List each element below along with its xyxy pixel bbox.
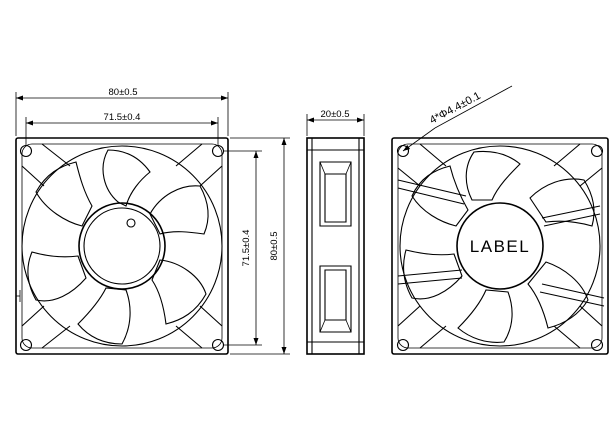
dim-front-height-holes: 71.5±0.4 bbox=[224, 150, 262, 346]
back-view: LABEL 4*Φ4.4±0.1 bbox=[391, 85, 609, 355]
rib-2b bbox=[543, 213, 601, 227]
dim-front-width-holes-text: 71.5±0.4 bbox=[104, 112, 141, 123]
front-hub-hole bbox=[126, 218, 136, 228]
blade-6 bbox=[35, 161, 93, 227]
dim-front-height-overall-text: 80±0.5 bbox=[269, 232, 280, 261]
back-hub bbox=[456, 202, 544, 290]
blade-2 bbox=[149, 185, 209, 235]
back-corner-br bbox=[553, 305, 603, 349]
corner-strut-tr bbox=[175, 143, 223, 187]
back-blade-3 bbox=[527, 261, 589, 329]
front-mount-holes bbox=[19, 144, 225, 352]
front-hub-inner bbox=[83, 207, 161, 285]
mount-hole-br bbox=[211, 338, 225, 352]
back-blade-5 bbox=[402, 249, 463, 300]
rib-4b bbox=[397, 277, 463, 285]
back-frame-inner bbox=[397, 143, 603, 349]
rib-4 bbox=[397, 269, 463, 277]
back-frame-outline bbox=[391, 137, 609, 355]
back-hole-bl bbox=[396, 338, 410, 352]
blade-3 bbox=[151, 259, 207, 325]
dim-front-width-overall-text: 80±0.5 bbox=[109, 87, 138, 98]
front-frame-outline bbox=[15, 137, 229, 355]
rib-1 bbox=[397, 179, 467, 197]
corner-strut-tl bbox=[21, 143, 71, 187]
dim-side-depth-text: 20±0.5 bbox=[321, 109, 350, 120]
back-corner-tl bbox=[397, 143, 447, 187]
back-hole-tr bbox=[590, 144, 604, 158]
back-blade-4 bbox=[457, 289, 513, 343]
dim-back-hole-spec: 4*Φ4.4±0.1 bbox=[402, 85, 513, 152]
dim-front-height-overall: 80±0.5 bbox=[230, 137, 290, 355]
side-slot-upper bbox=[319, 161, 352, 227]
back-venturi-ring bbox=[399, 145, 601, 347]
front-blades bbox=[27, 149, 209, 345]
dim-side-depth: 20±0.5 bbox=[306, 109, 365, 136]
dim-back-hole-spec-text: 4*Φ4.4±0.1 bbox=[428, 90, 483, 127]
side-slot-upper-inner bbox=[324, 173, 347, 223]
side-outline bbox=[306, 137, 365, 355]
blade-4 bbox=[77, 287, 131, 345]
dim-front-width-holes: 71.5±0.4 bbox=[25, 112, 219, 146]
blade-5 bbox=[27, 251, 87, 302]
front-view: 80±0.5 71.5±0.4 71.5±0.4 80±0.5 bbox=[15, 87, 290, 355]
mount-hole-bl bbox=[19, 338, 33, 352]
side-view: 20±0.5 bbox=[306, 109, 365, 355]
back-blade-2 bbox=[529, 178, 595, 227]
rib-1b bbox=[397, 187, 465, 205]
back-blades bbox=[402, 150, 595, 343]
back-hole-br bbox=[590, 338, 604, 352]
side-slot-lower-inner bbox=[324, 269, 347, 321]
hub-label-text: LABEL bbox=[470, 237, 530, 256]
rib-2 bbox=[541, 205, 601, 219]
corner-strut-bl bbox=[21, 305, 71, 349]
back-blade-6 bbox=[411, 165, 469, 227]
front-venturi-ring bbox=[21, 145, 223, 347]
back-corner-bl bbox=[397, 305, 447, 349]
front-hub bbox=[78, 202, 166, 290]
back-ribs bbox=[397, 179, 605, 307]
back-blade-1 bbox=[465, 150, 521, 201]
dim-front-height-holes-text: 71.5±0.4 bbox=[241, 230, 252, 267]
blade-1 bbox=[102, 149, 151, 207]
dim-front-width-overall: 80±0.5 bbox=[15, 87, 229, 136]
back-corner-tr bbox=[553, 143, 603, 187]
corner-strut-br bbox=[175, 305, 223, 349]
rib-3 bbox=[539, 291, 605, 307]
rib-3b bbox=[541, 283, 605, 299]
